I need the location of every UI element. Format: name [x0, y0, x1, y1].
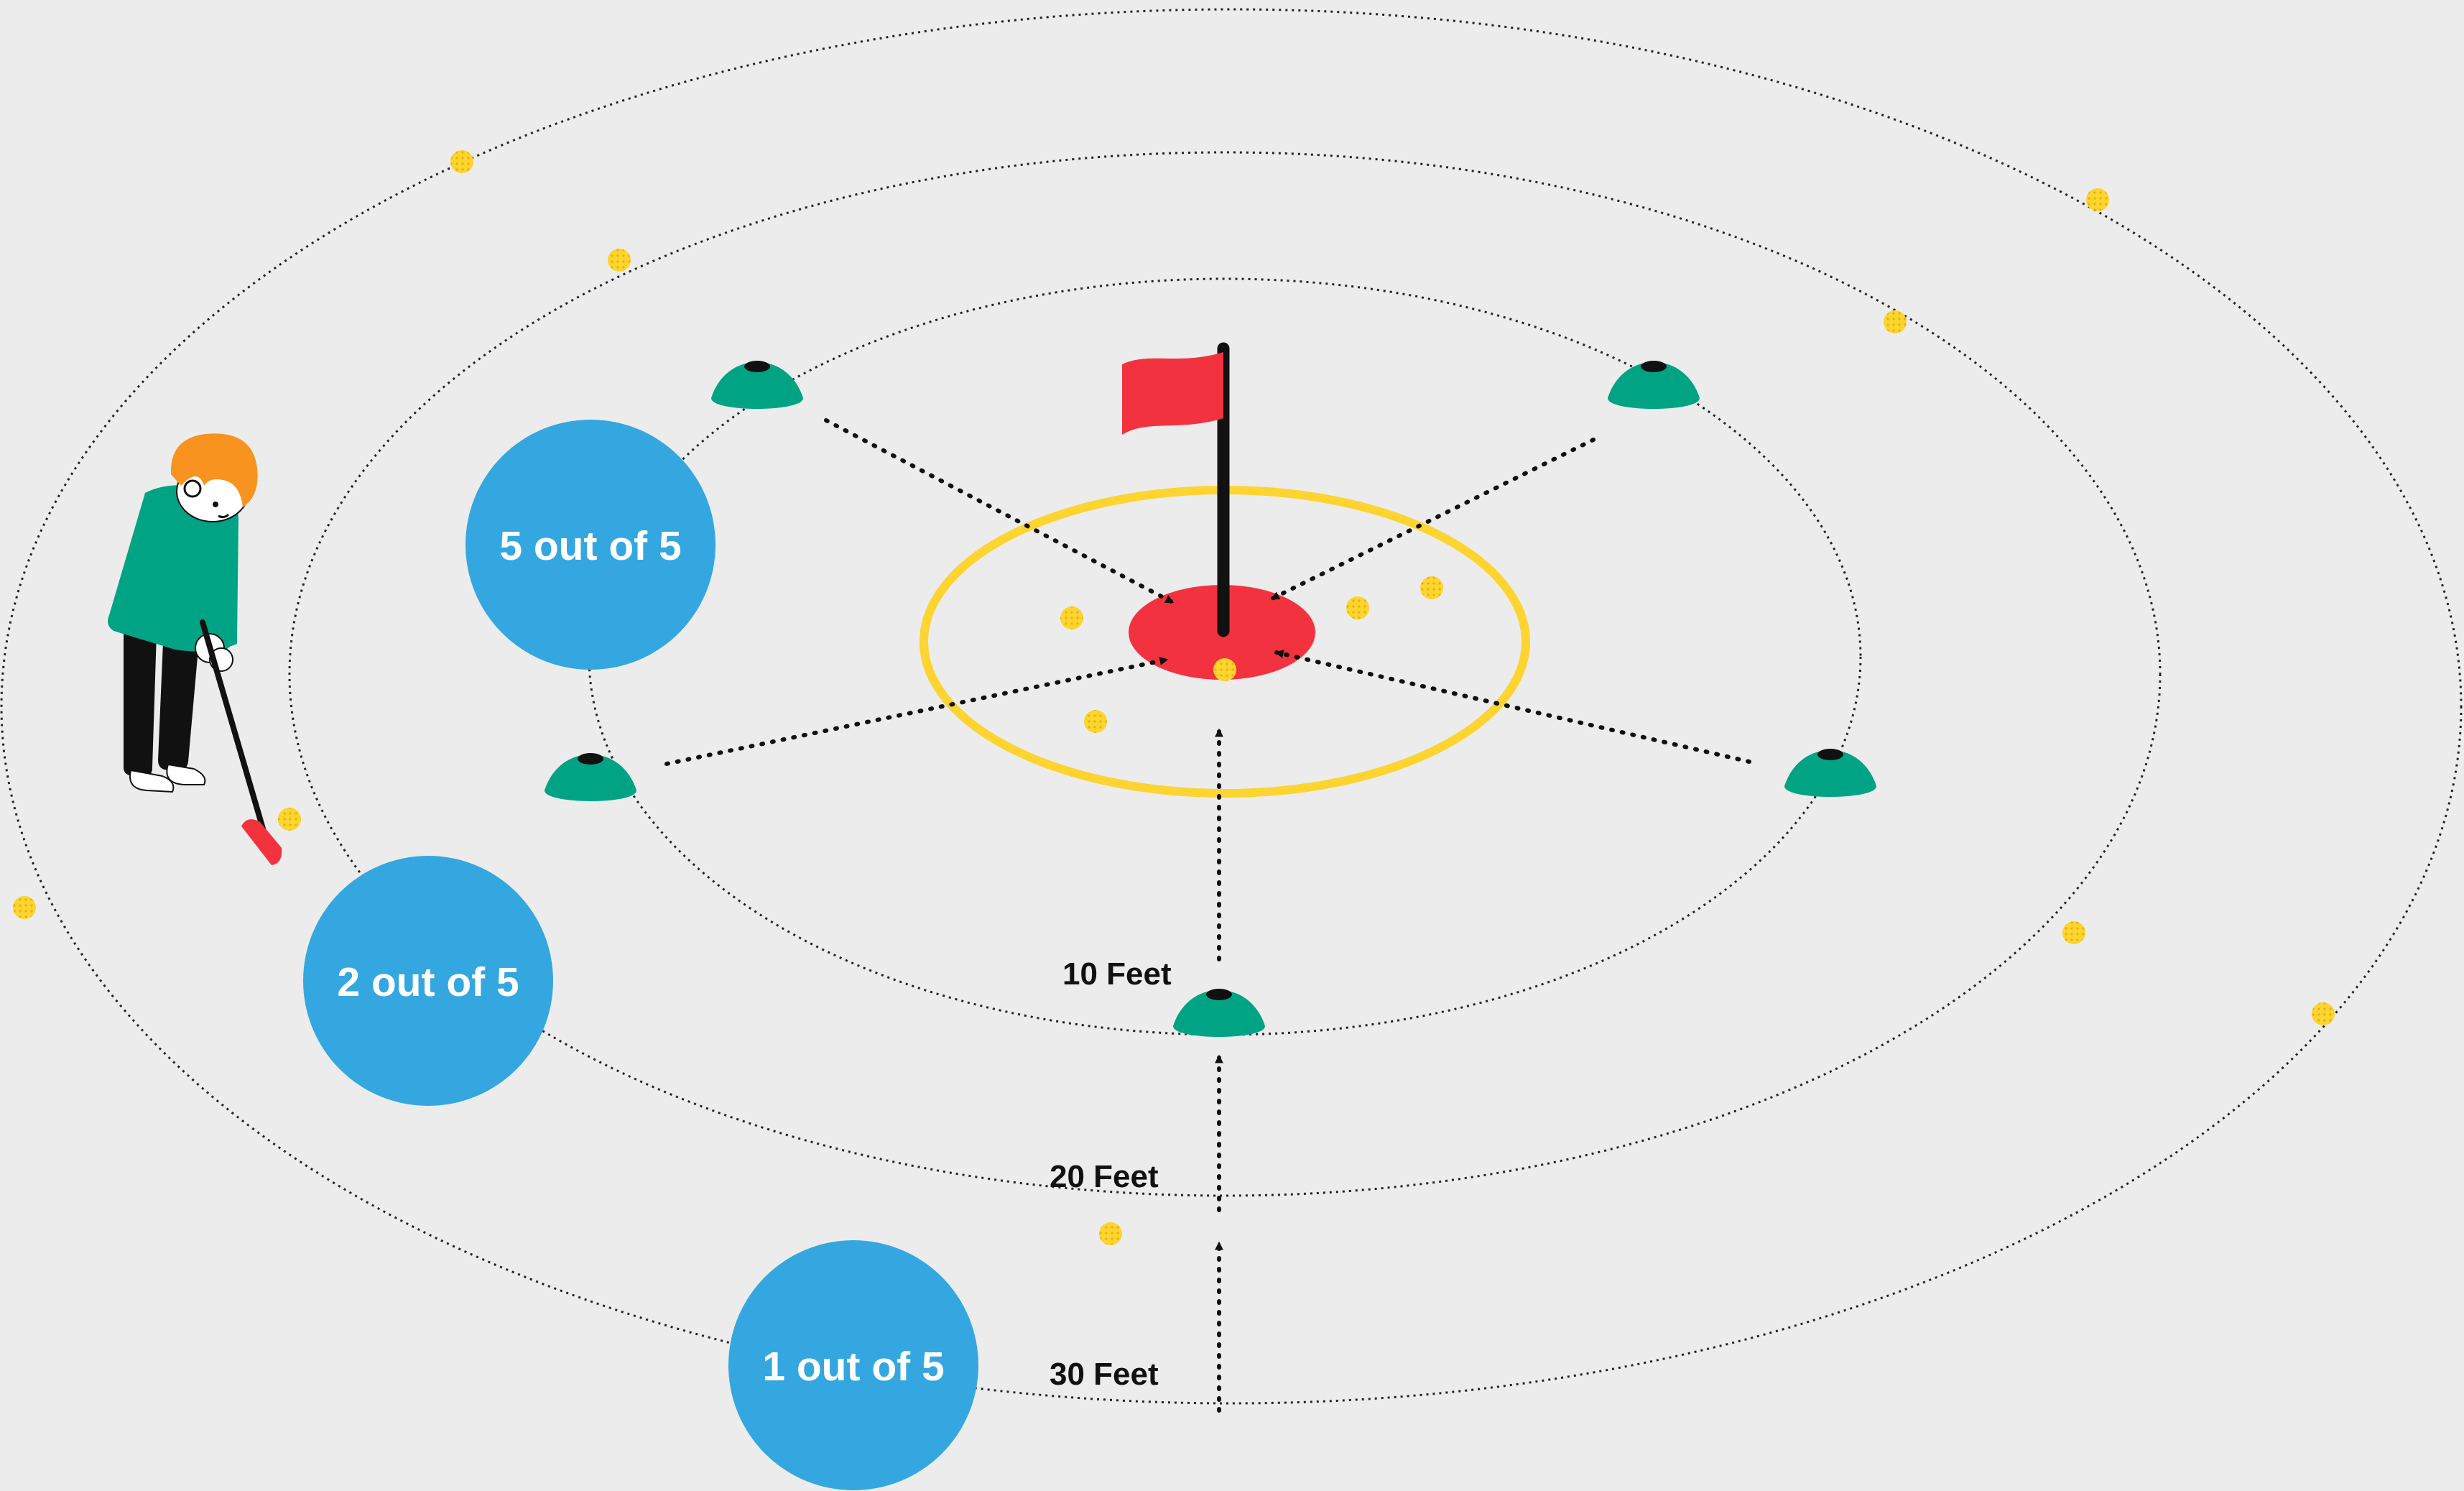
golf-balls	[13, 150, 2335, 1245]
score-badge-outer: 1 out of 5	[728, 1240, 978, 1490]
cone-icon	[1608, 361, 1700, 409]
cone-icon	[1784, 749, 1876, 797]
cone-icon	[1173, 989, 1265, 1037]
score-middle: 2 out of 5	[337, 959, 519, 1005]
golf-ball-icon	[2062, 921, 2085, 944]
score-badge-inner: 5 out of 5	[466, 420, 715, 670]
golf-ball-icon	[1099, 1222, 1122, 1245]
score-inner: 5 out of 5	[499, 523, 681, 569]
golf-ball-icon	[1884, 310, 1907, 333]
distance-label-30-feet: 30 Feet	[1050, 1357, 1159, 1392]
golf-ball-icon	[1346, 596, 1369, 619]
path-left	[664, 657, 1169, 766]
distance-label-10-feet: 10 Feet	[1062, 956, 1172, 992]
golf-ball-icon	[608, 249, 631, 272]
golf-ball-icon	[2086, 188, 2109, 211]
golf-ball-icon	[13, 896, 36, 919]
golf-ball-icon	[1060, 606, 1083, 629]
score-badge-middle: 2 out of 5	[303, 856, 553, 1106]
path-top-left	[824, 418, 1175, 604]
ring-20-feet	[288, 151, 2162, 1197]
cone-icon	[545, 753, 636, 801]
golf-ball-icon	[278, 808, 301, 831]
path-top-right	[1270, 438, 1595, 601]
cone-icon	[711, 361, 803, 409]
putt-paths	[664, 418, 1751, 1413]
golf-ball-icon	[2312, 1002, 2335, 1025]
golfer-icon	[108, 433, 282, 865]
golf-ball-icon	[1084, 710, 1107, 733]
score-outer: 1 out of 5	[762, 1344, 944, 1390]
ring-30-feet	[0, 8, 2463, 1405]
distance-label-20-feet: 20 Feet	[1050, 1159, 1159, 1194]
golf-ball-icon	[1420, 576, 1443, 599]
golf-ball-icon	[1213, 658, 1236, 681]
golf-ball-icon	[450, 150, 473, 173]
path-right	[1274, 650, 1751, 764]
flag-icon	[1122, 342, 1230, 637]
